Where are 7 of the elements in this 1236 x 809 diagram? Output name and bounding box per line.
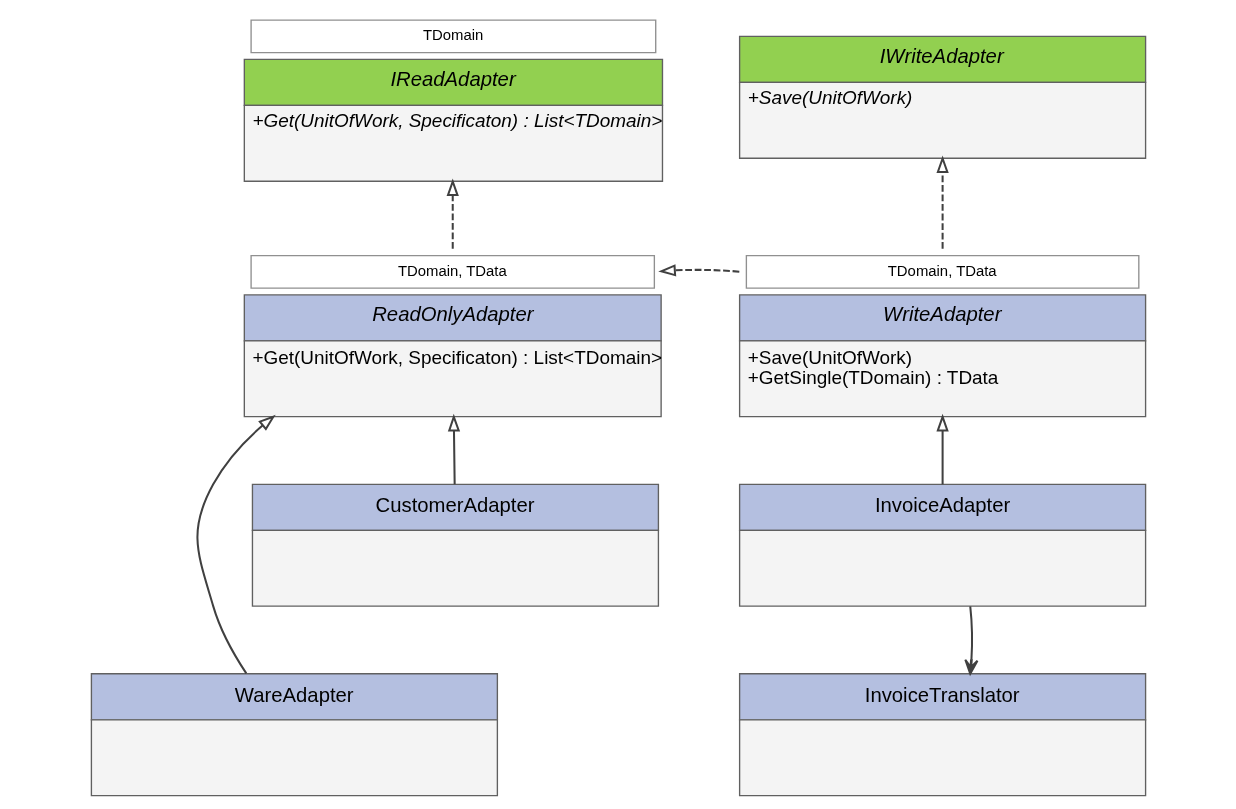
arrow [195, 414, 276, 674]
arrow [935, 155, 949, 249]
arrow [963, 606, 978, 675]
arrow [447, 413, 460, 485]
arrow [935, 413, 949, 485]
arrow [657, 264, 739, 277]
arrow [446, 178, 459, 249]
